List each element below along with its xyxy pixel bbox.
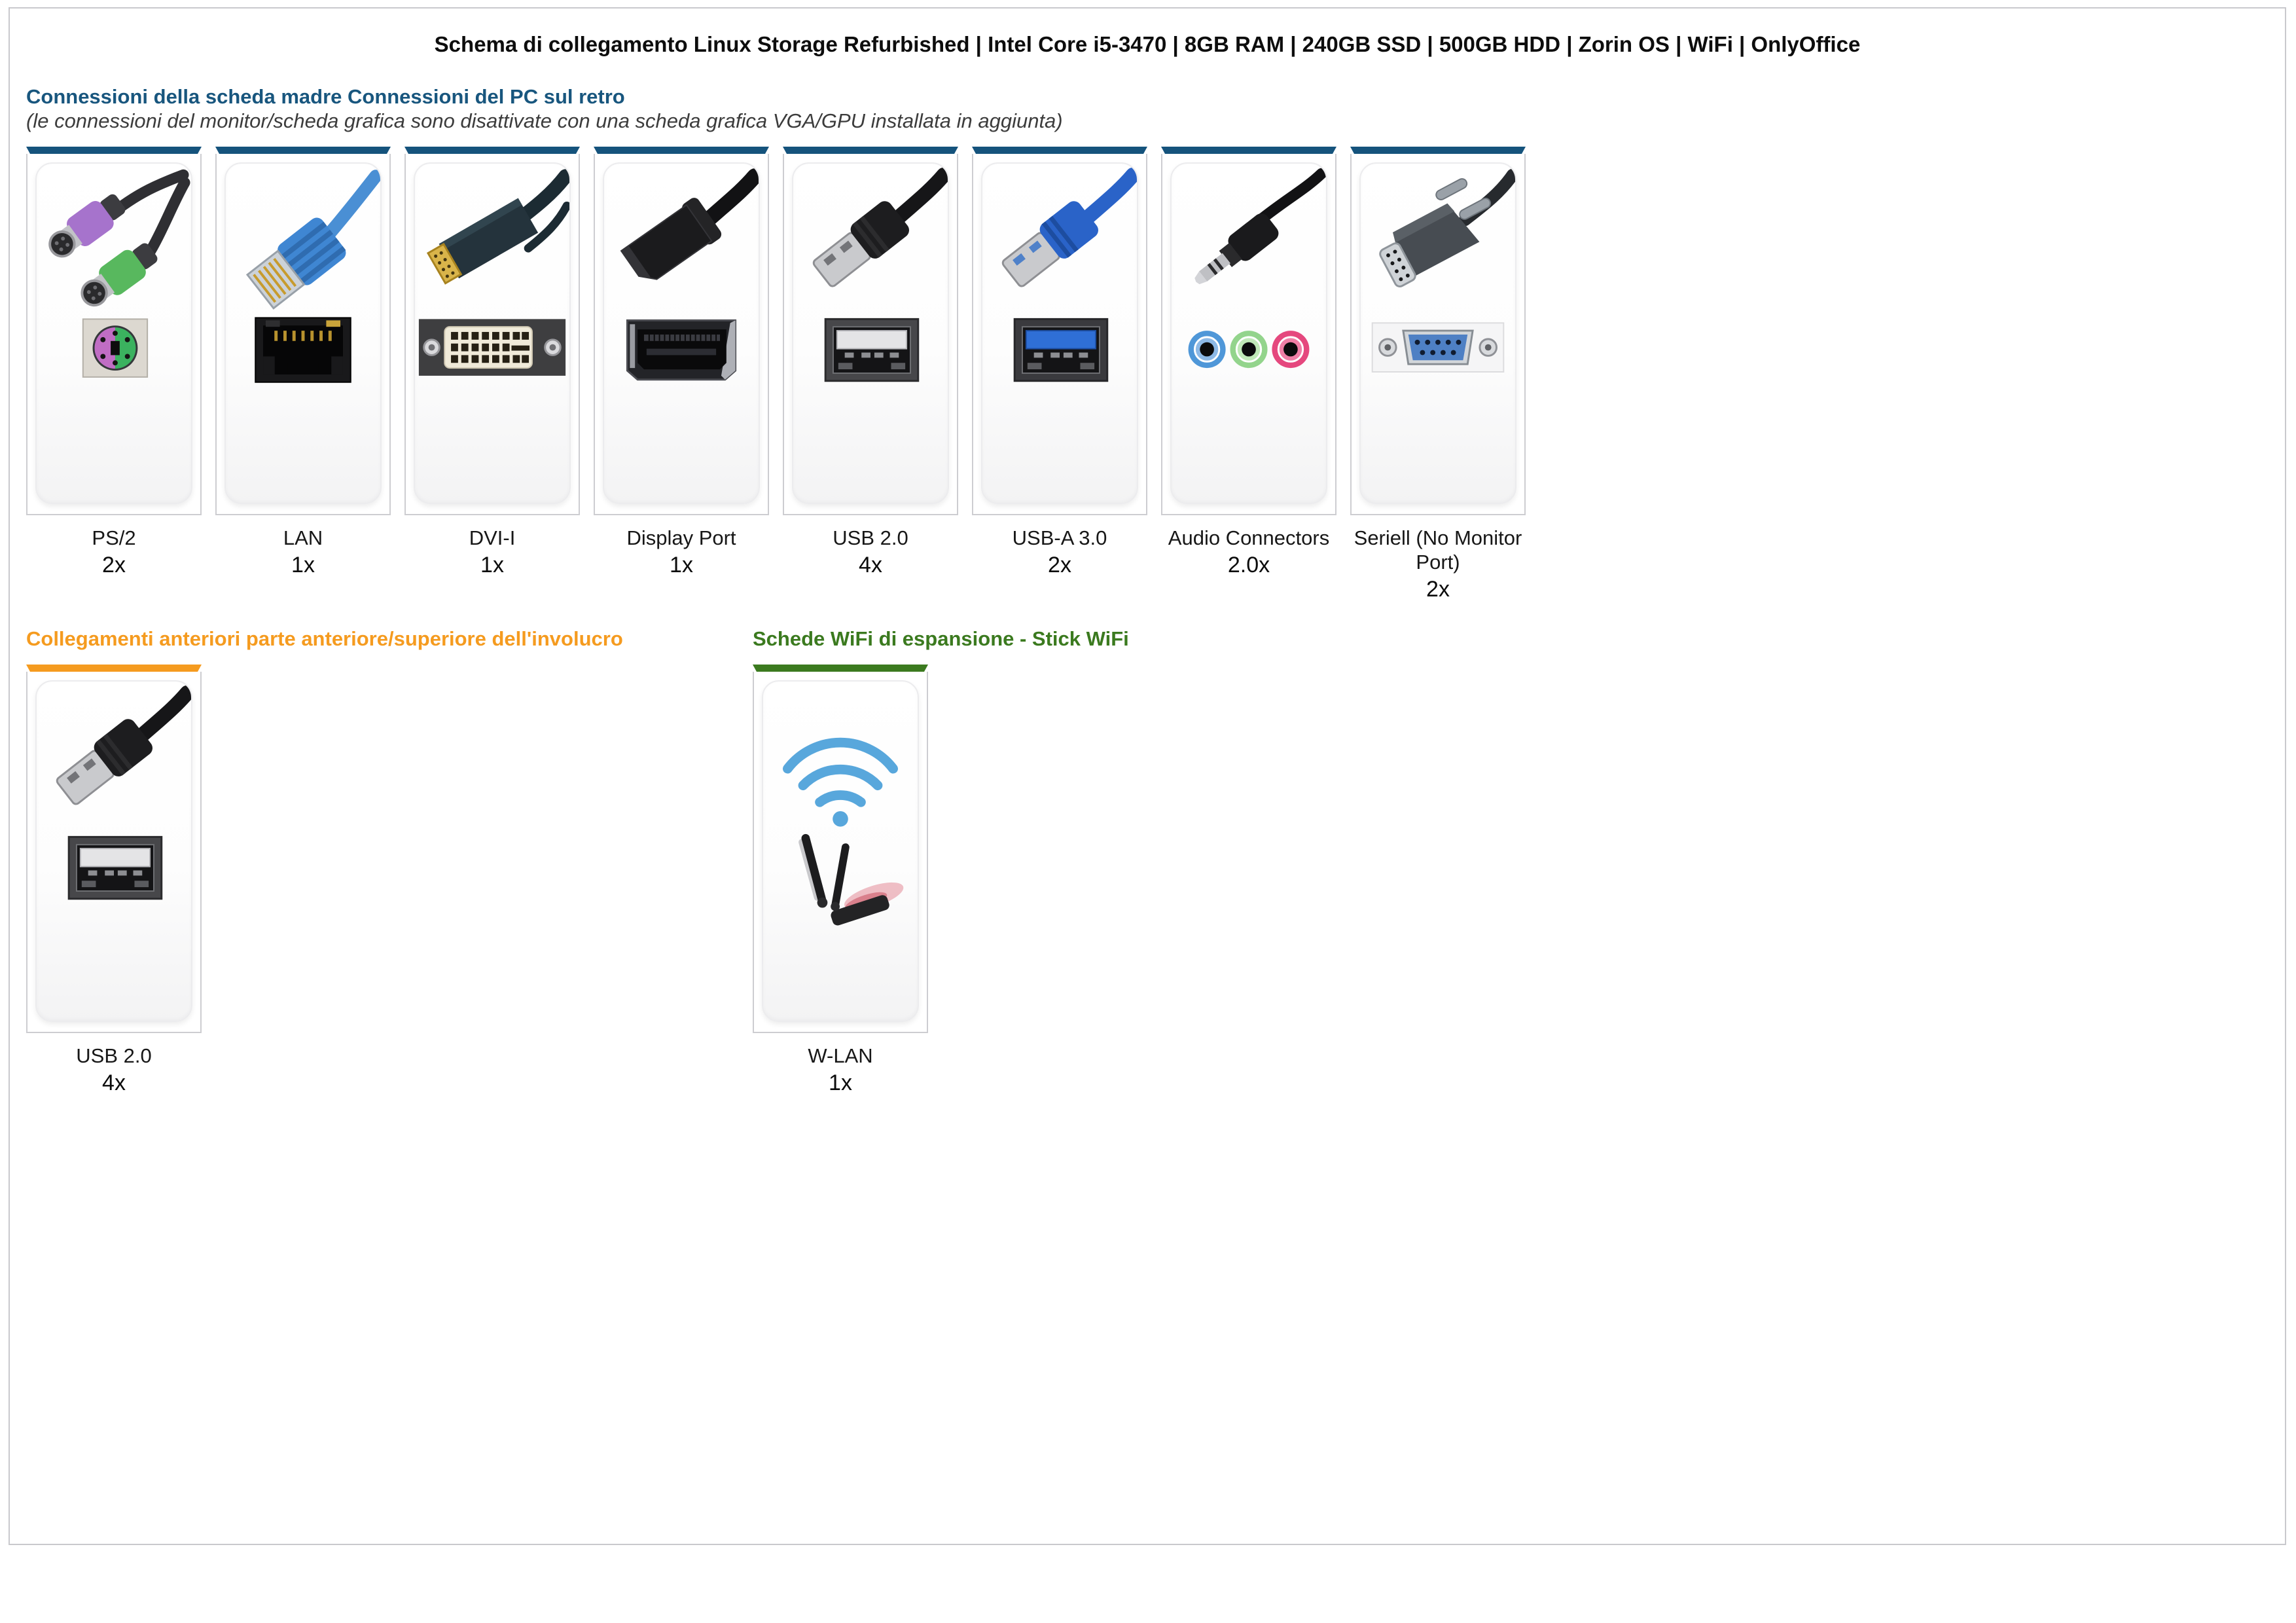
dvi-connector-icon [415,164,569,503]
connector-label: USB 2.0 [833,526,908,549]
accent-bar [26,665,202,672]
usb3-connector-icon [982,164,1137,503]
lan-connector-icon [226,164,380,503]
card-usb3: USB-A 3.0 2x [972,147,1147,602]
card-usb2-rear: USB 2.0 4x [783,147,958,602]
connector-label: USB 2.0 [76,1044,152,1067]
connector-photo-panel [414,162,571,504]
accent-bar [783,147,958,154]
usb2-connector-icon [37,682,191,1021]
connector-photo-panel [224,162,382,504]
rear-cards-row: PS/2 2x LAN 1x DVI-I 1x [26,147,1526,602]
connector-label: Seriell (No Monitor Port) [1354,526,1522,574]
connector-photo-panel [762,680,919,1022]
connector-count: 1x [480,553,504,577]
card-ps2: PS/2 2x [26,147,202,602]
audio-connectors-icon [1172,164,1326,503]
connector-photo-panel [792,162,949,504]
card-serial: Seriell (No Monitor Port) 2x [1350,147,1526,602]
wifi-section-heading: Schede WiFi di espansione - Stick WiFi [753,627,1129,650]
card-dvi: DVI-I 1x [404,147,580,602]
connector-count: 4x [102,1070,126,1095]
connector-label: W-LAN [808,1044,873,1067]
connector-photo-panel [1359,162,1516,504]
serial-connector-icon [1361,164,1515,503]
connector-count: 1x [291,553,315,577]
connector-photo-panel [603,162,760,504]
connector-label: USB-A 3.0 [1012,526,1107,549]
connector-photo-panel [35,680,192,1022]
displayport-connector-icon [604,164,759,503]
connector-label: Display Port [626,526,736,549]
front-section-heading: Collegamenti anteriori parte anteriore/s… [26,627,623,650]
card-wlan: W-LAN 1x [753,665,928,1096]
connector-count: 4x [859,553,882,577]
card-lan: LAN 1x [215,147,391,602]
connector-count: 2.0x [1227,553,1270,577]
connector-label: DVI-I [469,526,516,549]
page-title: Schema di collegamento Linux Storage Ref… [434,32,1861,56]
connector-photo-panel [981,162,1138,504]
connector-label: LAN [283,526,323,549]
rear-section-note: (le connessioni del monitor/scheda grafi… [26,109,1063,132]
connector-label: PS/2 [92,526,136,549]
card-displayport: Display Port 1x [594,147,769,602]
content-frame: Schema di collegamento Linux Storage Ref… [9,7,2286,1545]
rear-section-header: Connessioni della scheda madre Connessio… [26,84,1063,134]
connector-count: 1x [670,553,693,577]
usb2-connector-icon [793,164,948,503]
connector-photo-panel [35,162,192,504]
accent-bar [1161,147,1336,154]
wlan-stick-icon [763,682,918,1021]
accent-bar [753,665,928,672]
lower-sections-row: Collegamenti anteriori parte anteriore/s… [26,627,1129,1096]
rear-section-heading: Connessioni della scheda madre Connessio… [26,85,625,108]
connector-count: 2x [1426,577,1450,602]
card-usb2-front: USB 2.0 4x [26,665,202,1096]
accent-bar [26,147,202,154]
accent-bar [404,147,580,154]
accent-bar [1350,147,1526,154]
card-audio: Audio Connectors 2.0x [1161,147,1336,602]
connector-photo-panel [1170,162,1327,504]
ps2-connectors-icon [37,164,191,503]
connector-count: 2x [102,553,126,577]
accent-bar [594,147,769,154]
connector-label: Audio Connectors [1168,526,1330,549]
accent-bar [972,147,1147,154]
accent-bar [215,147,391,154]
connector-count: 1x [829,1070,852,1095]
front-section: Collegamenti anteriori parte anteriore/s… [26,627,753,1096]
wifi-section: Schede WiFi di espansione - Stick WiFi W… [753,627,1129,1096]
connector-count: 2x [1048,553,1071,577]
